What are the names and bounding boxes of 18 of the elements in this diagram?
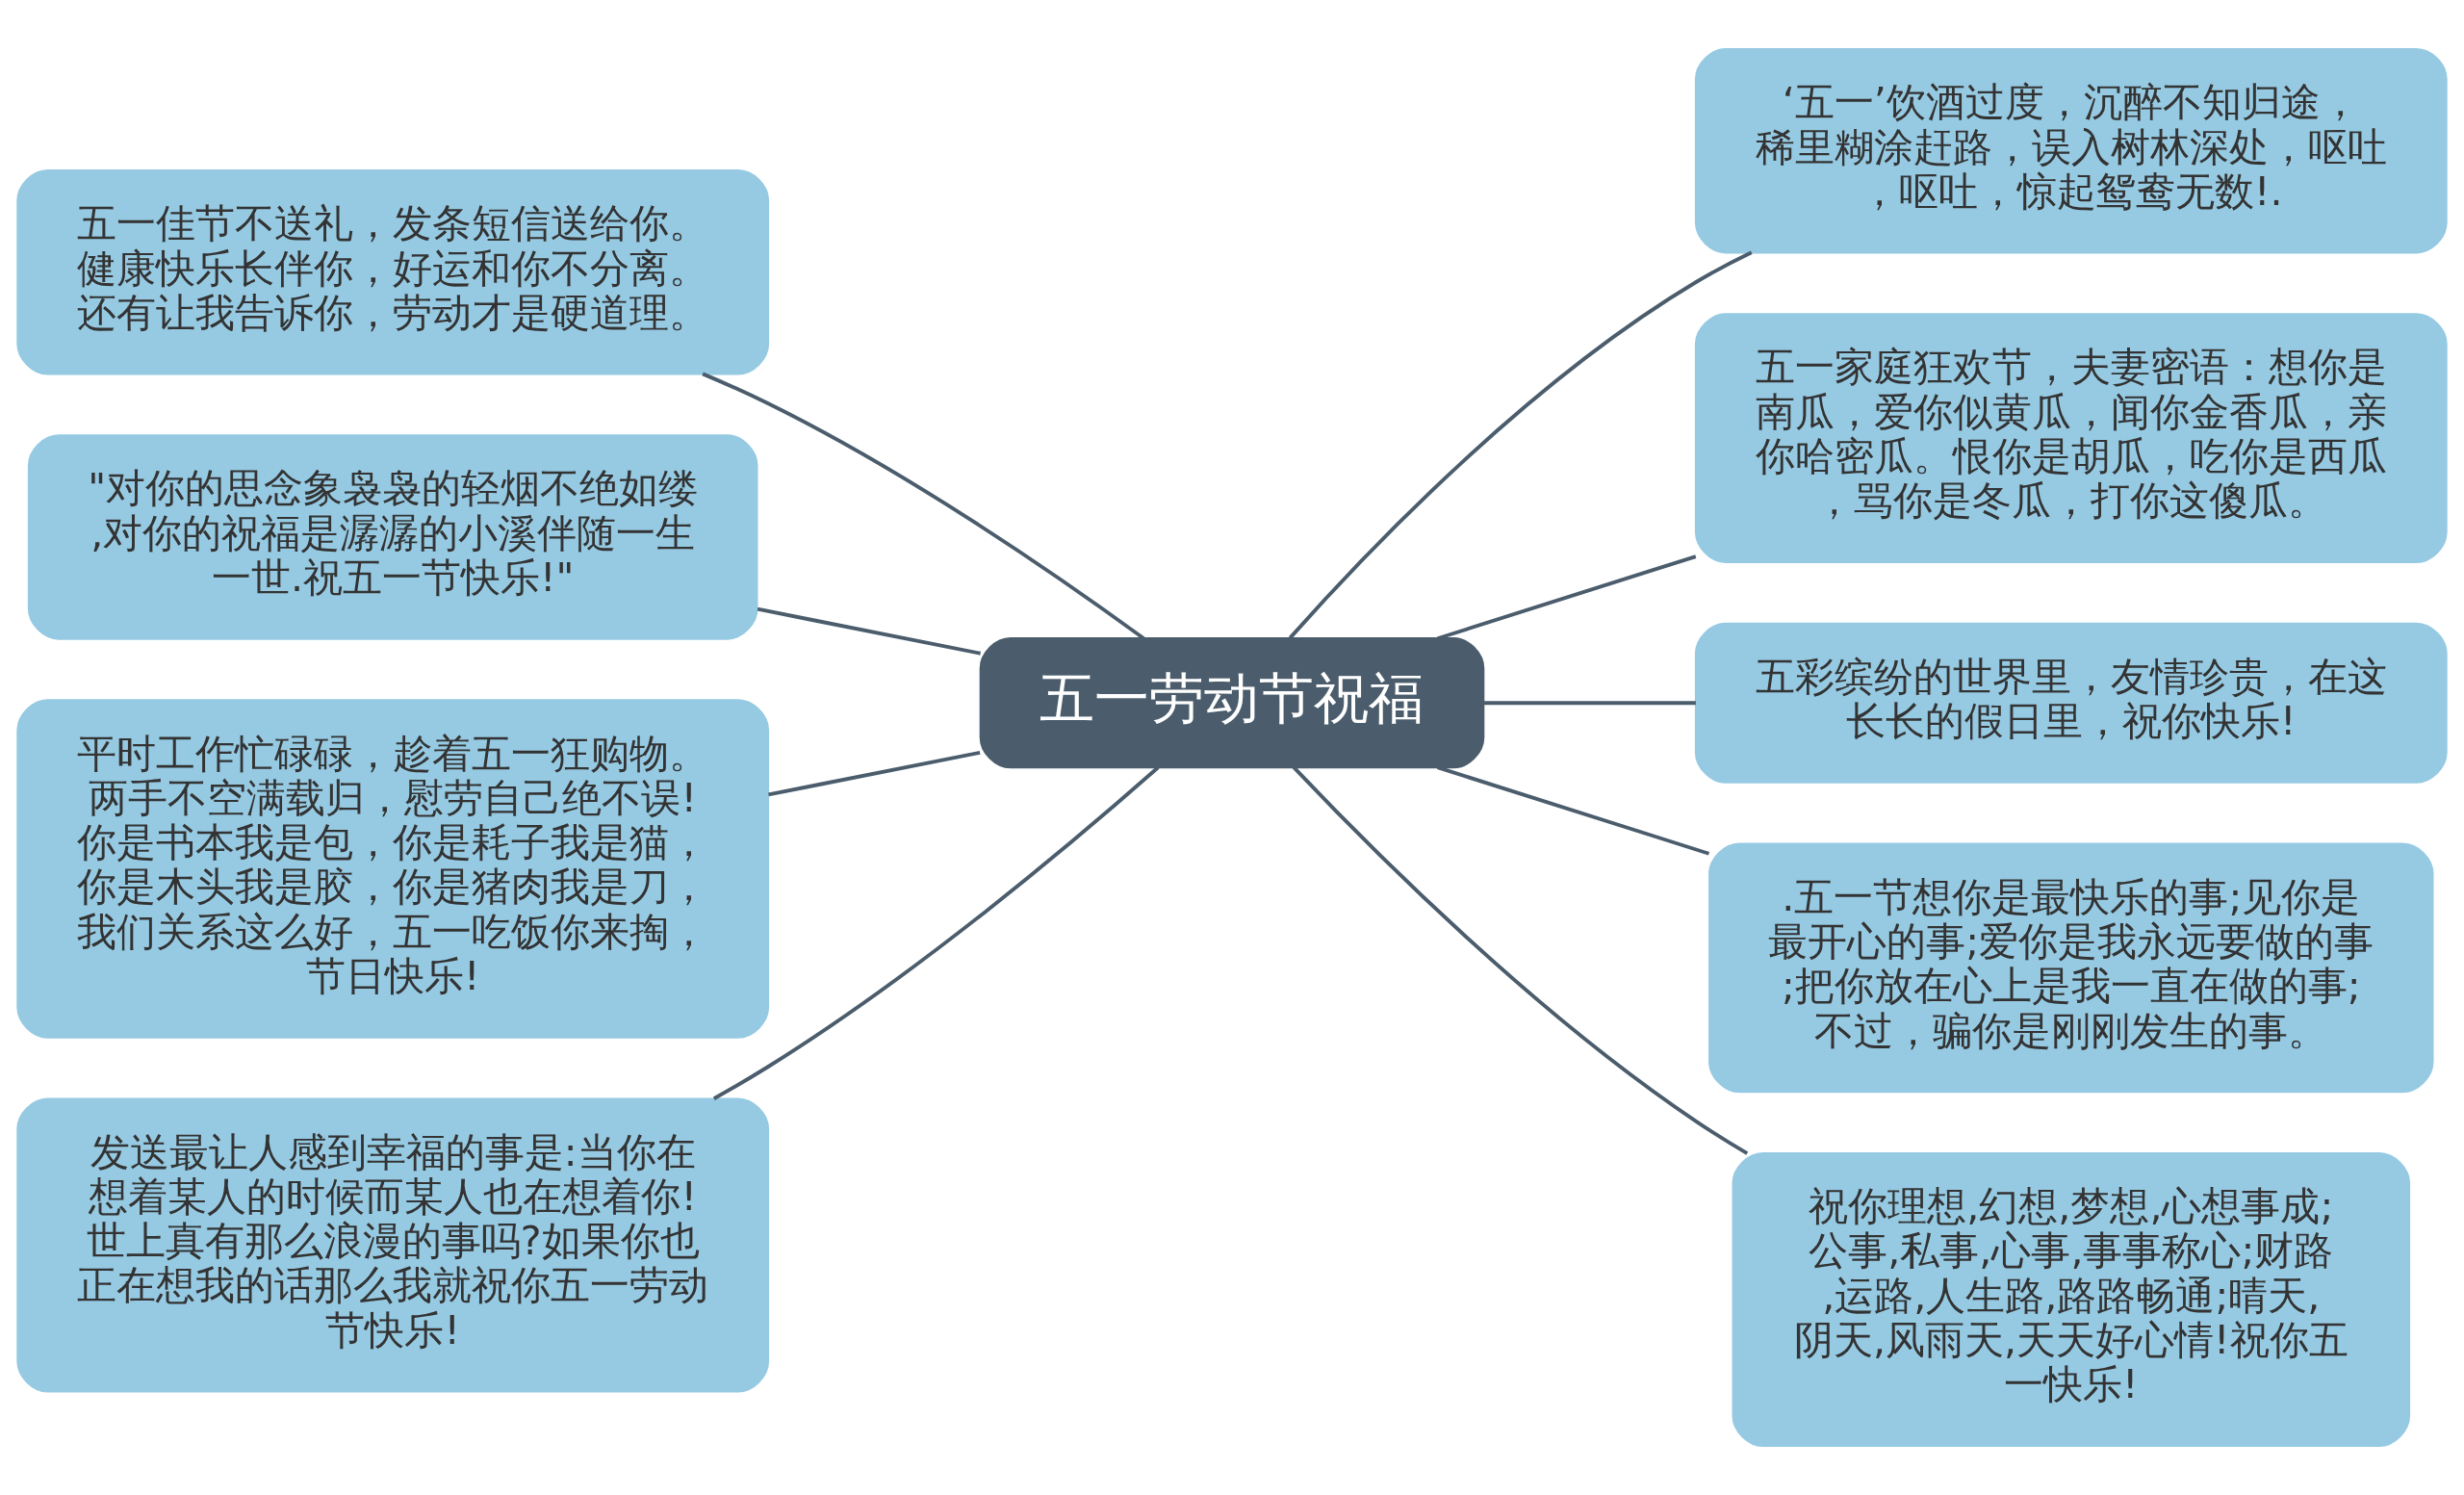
connector [768,750,981,797]
node-box: .五一节想你是最快乐的事;见你是最开心的事;爱你是我永远要做的事;把你放在心上是我一直在做的事;不过，骗你是刚刚发生的事。 [1708,842,2434,1094]
node-box: 五一佳节不送礼，发条短信送给你。健康快乐长伴你，好运和你不分离。还有让我告诉你，劳动才是硬道理。 [16,169,770,375]
node-box: 五彩缤纷的世界里，友情珍贵，在这长长的假日里，祝你快乐! [1694,622,2448,784]
connector [1483,701,1696,706]
connector [712,765,1160,1100]
node-box: 五一家庭狂欢节，夫妻密语：想你是南瓜，爱你似黄瓜，闻你金香瓜，亲你哈密瓜。恨你是胡瓜，吃你是西瓜，骂你是冬瓜，打你这傻瓜。 [1694,313,2448,563]
node-box: 祝你理想,幻想,梦想,心想事成;公事,私事,心事,事事称心;财路,运路,人生路,路路畅通;晴天,阴天,风雨天,天天好心情!祝你五一快乐! [1732,1151,2411,1447]
node-box: 五一劳动节祝福 [979,637,1485,769]
connector [1292,765,1749,1155]
connector [702,372,1145,640]
connector [757,606,981,656]
node-box: "对你的思念象袅袅的轻烟不绝如缕,对你的祝福是潺潺的小溪伴随一生一世.祝五一节快乐!" [27,434,758,640]
node-box: 发送最让人感到幸福的事是:当你在想着某人的时候而某人也在想着你!世上真有那么浪漫的事吗?如果你也正在想我的话那么我就祝你五一劳动节快乐! [16,1097,770,1393]
node-box: 平时工作忙碌碌，趁着五一狂购物。两手不空满载归，慰劳自己绝不误!你是书本我是包，你是耗子我是猫，你是木头我是胶，你是猪肉我是刀，我们关系这么好，五一吃饭你来掏，节日快乐! [16,699,770,1039]
connector [1288,250,1753,639]
connector [1436,765,1710,856]
node-box: ‘五一’饮酒过度，沉醉不知归途，稀里糊涂赶路，误入树林深处，呕吐，呕吐，惊起鸳鸯无数!. [1694,48,2448,254]
